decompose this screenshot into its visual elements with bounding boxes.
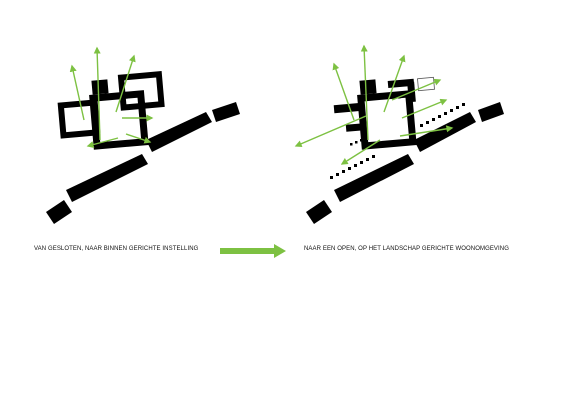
eastern-slab-building (414, 112, 476, 152)
east-pavilion-building (212, 102, 240, 122)
west-arm-building (345, 123, 365, 132)
view-arrows-after (294, 44, 454, 165)
caption-after: NAAR EEN OPEN, OP HET LANDSCHAP GERICHTE… (304, 246, 510, 252)
southwest-pavilion-building (306, 200, 332, 224)
top-small-building (91, 79, 109, 95)
building-footprints-before (46, 71, 240, 224)
caption-before: VAN GESLOTEN, NAAR BINNEN GERICHTE INSTE… (34, 246, 199, 252)
arrow-icon (332, 62, 355, 121)
east-pavilion-building (478, 102, 504, 122)
arrow-icon (399, 125, 454, 137)
arrow-icon (125, 133, 152, 144)
west-arm-building (333, 102, 363, 114)
arrow-icon (93, 46, 101, 141)
arrow-icon (294, 115, 367, 148)
courtyard-ring-building (357, 90, 417, 150)
diagram-before (46, 46, 240, 224)
southern-slab-building (334, 154, 414, 202)
view-arrows-before (69, 46, 154, 148)
arrow-icon (360, 44, 369, 141)
building-footprints-after (306, 76, 504, 224)
arrow-icon (69, 64, 85, 121)
arrow-icon (86, 137, 119, 148)
arrow-icon (383, 54, 406, 113)
arrow-icon (340, 139, 381, 165)
upper-left-wing-building (57, 99, 101, 139)
top-small-building (359, 79, 377, 95)
arrow-icon (391, 78, 442, 101)
southern-slab-building (66, 154, 148, 202)
new-dwellings-row (330, 155, 375, 179)
new-dwellings-row (420, 103, 465, 127)
arrow-icon (115, 54, 136, 113)
right-arrow-icon (220, 244, 286, 258)
eastern-slab-building (146, 112, 212, 152)
diagram-after (294, 44, 504, 224)
arrow-icon (401, 98, 448, 119)
southwest-pavilion-building (46, 200, 72, 224)
